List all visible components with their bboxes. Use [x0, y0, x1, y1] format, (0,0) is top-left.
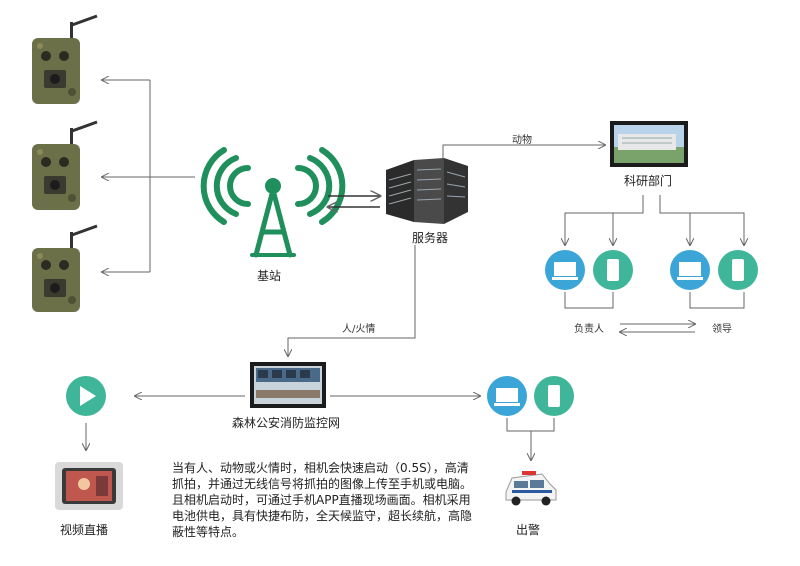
- monitor-icon-2: [670, 250, 710, 290]
- label-research-dept: 科研部门: [624, 174, 673, 188]
- label-responsible: 负责人: [574, 324, 604, 335]
- play-icon: [66, 376, 106, 416]
- label-video-live: 视频直播: [60, 523, 109, 537]
- building-photo-icon: [610, 121, 688, 167]
- label-edge-person-fire: 人/火情: [342, 324, 376, 335]
- label-server: 服务器: [412, 231, 449, 245]
- trail-camera-icon-2: [32, 120, 98, 210]
- trail-camera-icon-3: [32, 224, 98, 312]
- trail-camera-icon-1: [32, 14, 98, 104]
- label-edge-animal: 动物: [512, 135, 532, 146]
- signal-tower-icon: [200, 147, 346, 258]
- monitor-icon-1: [545, 250, 585, 290]
- camera-connector: [102, 80, 195, 272]
- police-links: [86, 396, 555, 460]
- edge-animal: [442, 145, 605, 158]
- phone-icon-3: [534, 376, 574, 416]
- tower-server-link: [328, 196, 380, 207]
- label-leader: 领导: [712, 324, 732, 335]
- label-forest-police: 森林公安消防监控网: [232, 416, 341, 430]
- server-rack-icon: [386, 158, 468, 224]
- monitor-icon-3: [487, 376, 527, 416]
- label-base-station: 基站: [257, 269, 282, 283]
- police-car-icon: [505, 471, 557, 506]
- description-text: 当有人、动物或火情时，相机会快速启动（0.5S），高清抓拍，并通过无线信号将抓拍…: [172, 461, 473, 539]
- phone-icon-2: [718, 250, 758, 290]
- research-distribution: [565, 195, 744, 332]
- video-phone-icon: [55, 462, 123, 510]
- control-room-photo-icon: [250, 362, 326, 408]
- phone-icon-1: [593, 250, 633, 290]
- edge-person-fire: [288, 245, 416, 356]
- label-dispatch: 出警: [516, 523, 541, 537]
